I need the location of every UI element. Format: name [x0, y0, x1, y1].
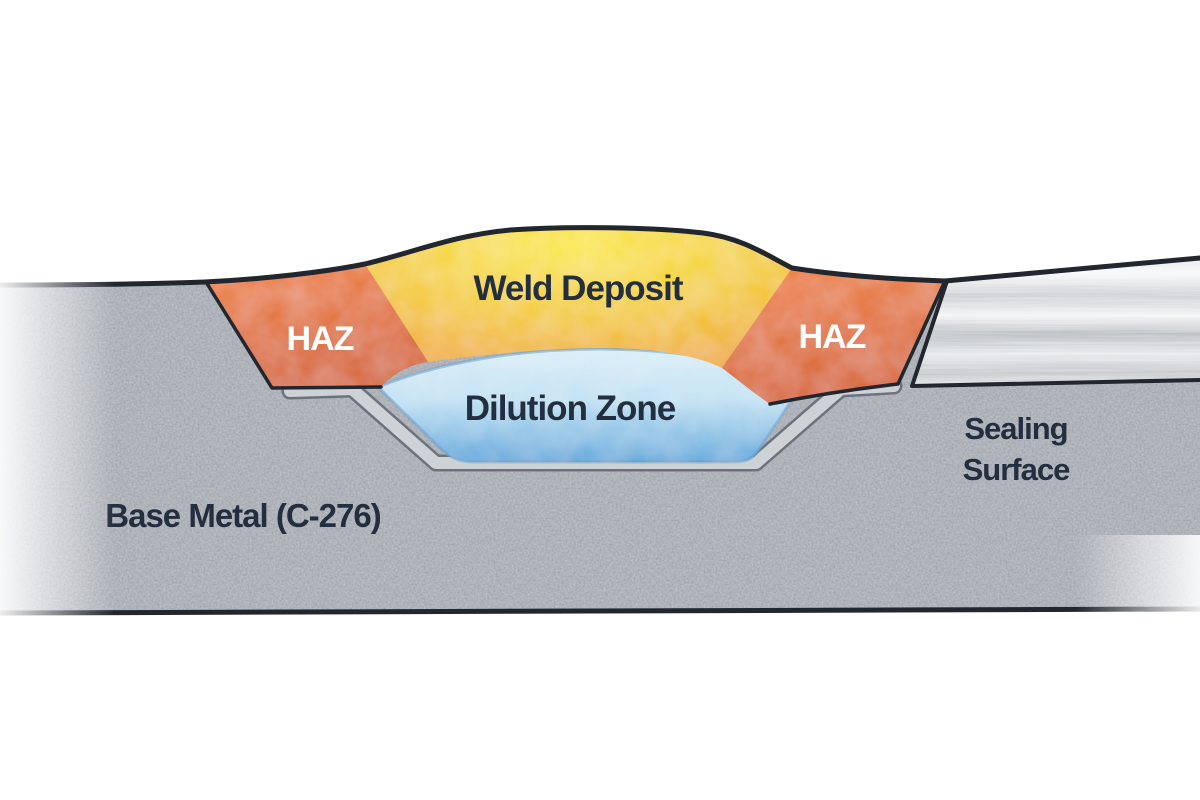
left-edge-fade [0, 255, 115, 640]
top-surface-outline [0, 225, 1200, 288]
sealing-surface-strip [912, 258, 1200, 386]
haz-right-edge-line [768, 279, 947, 406]
haz-left-region [206, 264, 428, 388]
haz-right-label: HAZ [799, 318, 866, 356]
weld-deposit-label: Weld Deposit [473, 269, 683, 308]
sealing-surface-label-line2: Surface [963, 452, 1070, 487]
dilution-zone-label: Dilution Zone [465, 389, 676, 428]
weld-deposit-region [365, 227, 792, 368]
haz-right-region [722, 268, 945, 404]
sealing-surface-label-line1: Sealing [964, 411, 1067, 446]
sealing-surface-strip-edge [910, 280, 1200, 388]
haz-left-label: HAZ [287, 320, 354, 358]
haz-left-edge-line [204, 280, 383, 390]
right-bottom-fade [1075, 535, 1200, 635]
base-metal-label: Base Metal (C-276) [105, 497, 380, 534]
bottom-edge-line [0, 606, 1200, 616]
